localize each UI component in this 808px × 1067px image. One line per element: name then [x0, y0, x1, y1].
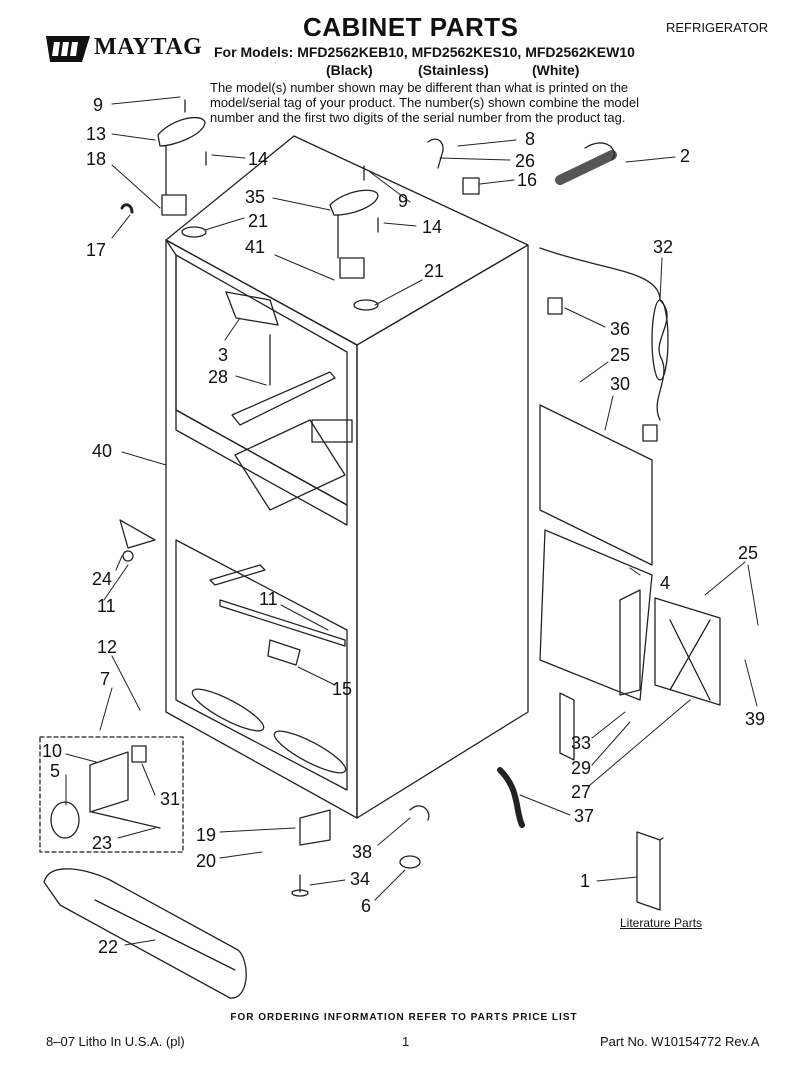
maytag-brand-text: MAYTAG — [94, 34, 203, 60]
callout-label: 23 — [92, 833, 113, 853]
callout-label: 3 — [218, 345, 229, 365]
callout-label: 40 — [92, 441, 113, 461]
callout-label: 37 — [574, 806, 595, 826]
callout-label: 22 — [98, 937, 119, 957]
callout-label: 25 — [610, 345, 631, 365]
callout-label: 34 — [350, 869, 371, 889]
callout-label: 8 — [525, 129, 536, 149]
callout-label: 41 — [245, 237, 266, 257]
finish-black: (Black) — [326, 62, 373, 78]
callout-label: 21 — [424, 261, 445, 281]
part-number: Part No. W10154772 Rev.A — [600, 1034, 760, 1049]
callout-label: 12 — [97, 637, 118, 657]
page-number: 1 — [402, 1034, 410, 1049]
callout-label: 36 — [610, 319, 631, 339]
finish-stainless: (Stainless) — [418, 62, 489, 78]
callout-label: 11 — [97, 596, 116, 616]
callout-label: 19 — [196, 825, 217, 845]
leveler-parts — [292, 810, 330, 896]
callout-label: 11 — [259, 589, 278, 609]
finish-white: (White) — [532, 62, 580, 78]
electrical-parts — [428, 139, 668, 441]
maytag-logo-mark — [46, 36, 90, 62]
callout-label: 29 — [571, 758, 592, 778]
order-info: FOR ORDERING INFORMATION REFER TO PARTS … — [230, 1012, 578, 1023]
callout-label: 2 — [680, 146, 691, 166]
callout-label: 10 — [42, 741, 63, 761]
access-panels — [400, 405, 720, 868]
model-note: The model(s) number shown may be differe… — [210, 80, 639, 125]
callout-label: 9 — [93, 95, 104, 115]
callout-label: 17 — [86, 240, 107, 260]
callout-label: 38 — [352, 842, 373, 862]
callout-label: 26 — [515, 151, 536, 171]
callout-label: 27 — [571, 782, 592, 802]
callout-label: 16 — [517, 170, 538, 190]
callout-label: 5 — [50, 761, 61, 781]
callout-label: 28 — [208, 367, 229, 387]
cabinet-body — [166, 136, 528, 818]
callout-label: 21 — [248, 211, 269, 231]
kick-plate — [44, 869, 246, 998]
callout-label: 1 — [580, 871, 591, 891]
callout-label: 24 — [92, 569, 113, 589]
callout-label: 15 — [332, 679, 353, 699]
hinge-parts — [122, 100, 378, 310]
literature-parts-label: Literature Parts — [620, 916, 703, 930]
callout-label: 7 — [100, 669, 111, 689]
callout-label: 39 — [745, 709, 766, 729]
leader-lines — [66, 97, 758, 945]
callout-label: 18 — [86, 149, 107, 169]
litho-info: 8–07 Litho In U.S.A. (pl) — [46, 1034, 185, 1049]
roller-assembly — [40, 737, 183, 852]
callout-label: 9 — [398, 191, 409, 211]
callout-label: 14 — [422, 217, 443, 237]
callout-label: 30 — [610, 374, 631, 394]
callout-label: 20 — [196, 851, 217, 871]
callout-label: 31 — [160, 789, 181, 809]
callout-label: 33 — [571, 733, 592, 753]
callout-label: 25 — [738, 543, 759, 563]
appliance-type: REFRIGERATOR — [666, 20, 769, 35]
callout-label: 6 — [361, 896, 372, 916]
model-numbers: For Models: MFD2562KEB10, MFD2562KES10, … — [214, 44, 635, 60]
maytag-logo: MAYTAG — [42, 26, 212, 70]
interior-parts — [120, 292, 300, 665]
callout-label: 32 — [653, 237, 674, 257]
callout-label: 4 — [660, 573, 671, 593]
literature-book — [637, 832, 663, 910]
callout-label: 14 — [248, 149, 269, 169]
callout-label: 13 — [86, 124, 107, 144]
page-title: CABINET PARTS — [303, 12, 519, 42]
callout-label: 35 — [245, 187, 266, 207]
